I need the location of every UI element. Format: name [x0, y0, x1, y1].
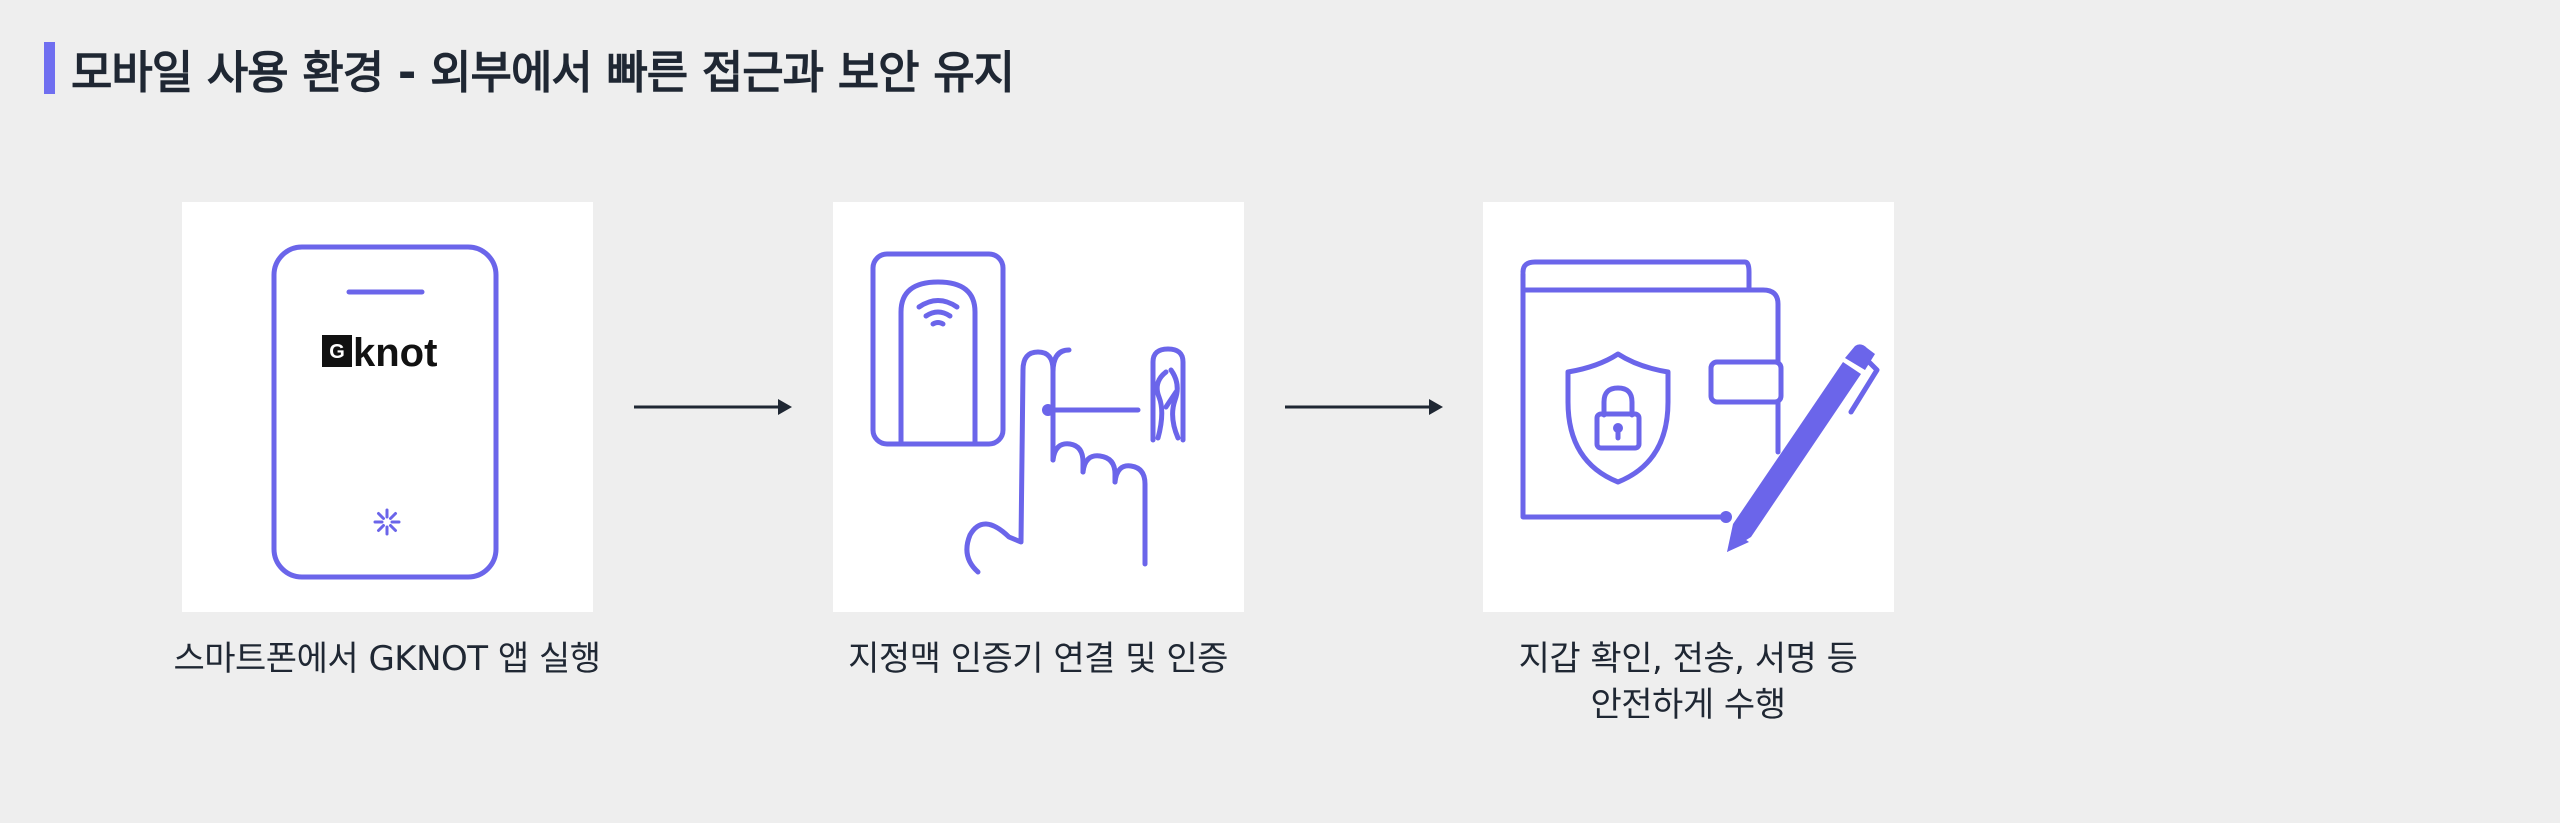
- shield-icon: [1565, 351, 1671, 485]
- loading-spinner-icon: [373, 508, 401, 536]
- step-card-smartphone: G knot: [182, 202, 593, 612]
- wallet-body: [1520, 271, 1729, 520]
- gknot-logo-mark-letter: G: [329, 341, 345, 363]
- arrow-right-icon: [634, 399, 792, 415]
- caption-line: 스마트폰에서 GKNOT 앱 실행: [173, 639, 601, 679]
- phone-body: [271, 244, 499, 580]
- finger-slot: [898, 279, 978, 445]
- pen-icon: [1727, 344, 1880, 552]
- fingerprint-authenticator-icon: [870, 251, 1186, 575]
- caption-line: 지정맥 인증기 연결 및 인증: [848, 639, 1228, 679]
- gknot-logo-mark: [322, 335, 352, 367]
- wallet-clasp: [1708, 359, 1784, 405]
- wallet-flap: [1520, 259, 1752, 293]
- wireless-signal-icon: [916, 298, 960, 310]
- page-header: 모바일 사용 환경 - 외부에서 빠른 접근과 보안 유지: [44, 40, 1015, 99]
- step-caption-2: 지정맥 인증기 연결 및 인증: [778, 636, 1298, 682]
- caption-line: 지갑 확인, 전송, 서명 등: [1518, 639, 1858, 679]
- caption-line: 안전하게 수행: [1590, 685, 1787, 725]
- authenticator-device: [870, 251, 1006, 447]
- step-card-authenticator: [833, 202, 1244, 612]
- wallet-security-icon: [1520, 259, 1880, 552]
- smartphone-icon: G knot: [271, 244, 499, 580]
- page-title: 모바일 사용 환경 - 외부에서 빠른 접근과 보안 유지: [71, 45, 1015, 99]
- step-caption-1: 스마트폰에서 GKNOT 앱 실행: [127, 636, 647, 682]
- gknot-logo-text: knot: [353, 331, 437, 375]
- step-card-wallet: [1483, 202, 1894, 612]
- finger-vein-icon: [1150, 346, 1186, 443]
- step-caption-3: 지갑 확인, 전송, 서명 등 안전하게 수행: [1428, 636, 1948, 728]
- arrow-right-icon: [1285, 399, 1443, 415]
- lock-icon: [1601, 385, 1635, 418]
- title-accent-bar: [44, 42, 55, 94]
- hand-icon: [964, 349, 1056, 575]
